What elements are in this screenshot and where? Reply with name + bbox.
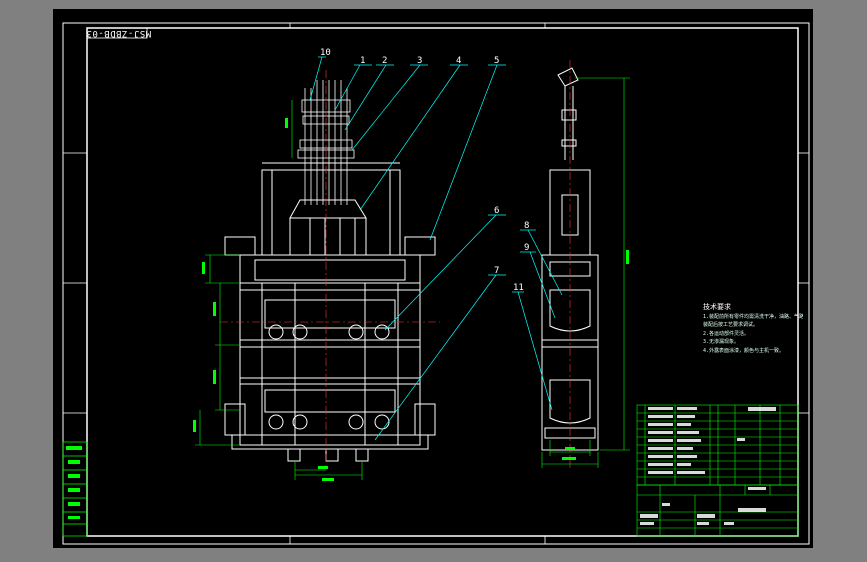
parts-list	[636, 404, 799, 486]
tech-line: 1.装配前所有零件均需清洗干净，油路、气路畅通	[703, 313, 803, 320]
callout-11: 11	[513, 283, 524, 293]
callout-8: 8	[524, 221, 529, 231]
front-dim-text	[193, 118, 334, 481]
front-view	[224, 80, 436, 462]
tech-line: 装配后按工艺要求调试。	[703, 322, 759, 328]
callouts: 10 1 2 3 4 5 6 7 8 9 11	[320, 48, 529, 293]
front-dimensions	[195, 100, 363, 480]
sheet-label: MSJ-ZBDB-03	[86, 28, 152, 38]
side-dimensions	[541, 77, 630, 468]
frame-ticks	[63, 23, 809, 544]
sheet-label-box	[86, 27, 148, 39]
callout-9: 9	[524, 243, 529, 253]
callout-5: 5	[494, 56, 499, 66]
side-dim-text	[562, 250, 629, 460]
callout-1: 1	[360, 56, 365, 66]
inner-frame	[86, 27, 799, 537]
callout-6: 6	[494, 206, 499, 216]
parts-list-marks	[648, 407, 776, 474]
callout-7: 7	[494, 266, 499, 276]
title-block	[636, 484, 799, 537]
title-block-marks	[640, 487, 766, 525]
tech-line: 4.外露表面涂漆，颜色与主机一致。	[703, 347, 785, 354]
callout-4: 4	[456, 56, 461, 66]
leader-lines	[309, 56, 563, 441]
front-centerlines	[220, 70, 440, 470]
tech-line: 2.各运动部件灵活。	[703, 330, 750, 337]
cad-viewport[interactable]	[53, 9, 813, 548]
left-title-strip	[62, 441, 88, 537]
callout-10: 10	[320, 48, 331, 58]
tech-requirements-title: 技术要求	[703, 303, 731, 311]
top-rods	[297, 80, 355, 205]
callout-2: 2	[382, 56, 387, 66]
callout-3: 3	[417, 56, 422, 66]
left-strip-marks	[66, 446, 82, 519]
technical-requirements: 技术要求 1.装配前所有零件均需清洗干净，油路、气路畅通 装配后按工艺要求调试。…	[703, 303, 803, 355]
outer-frame	[62, 22, 810, 545]
tech-line: 3.无渗漏现象。	[703, 339, 740, 345]
